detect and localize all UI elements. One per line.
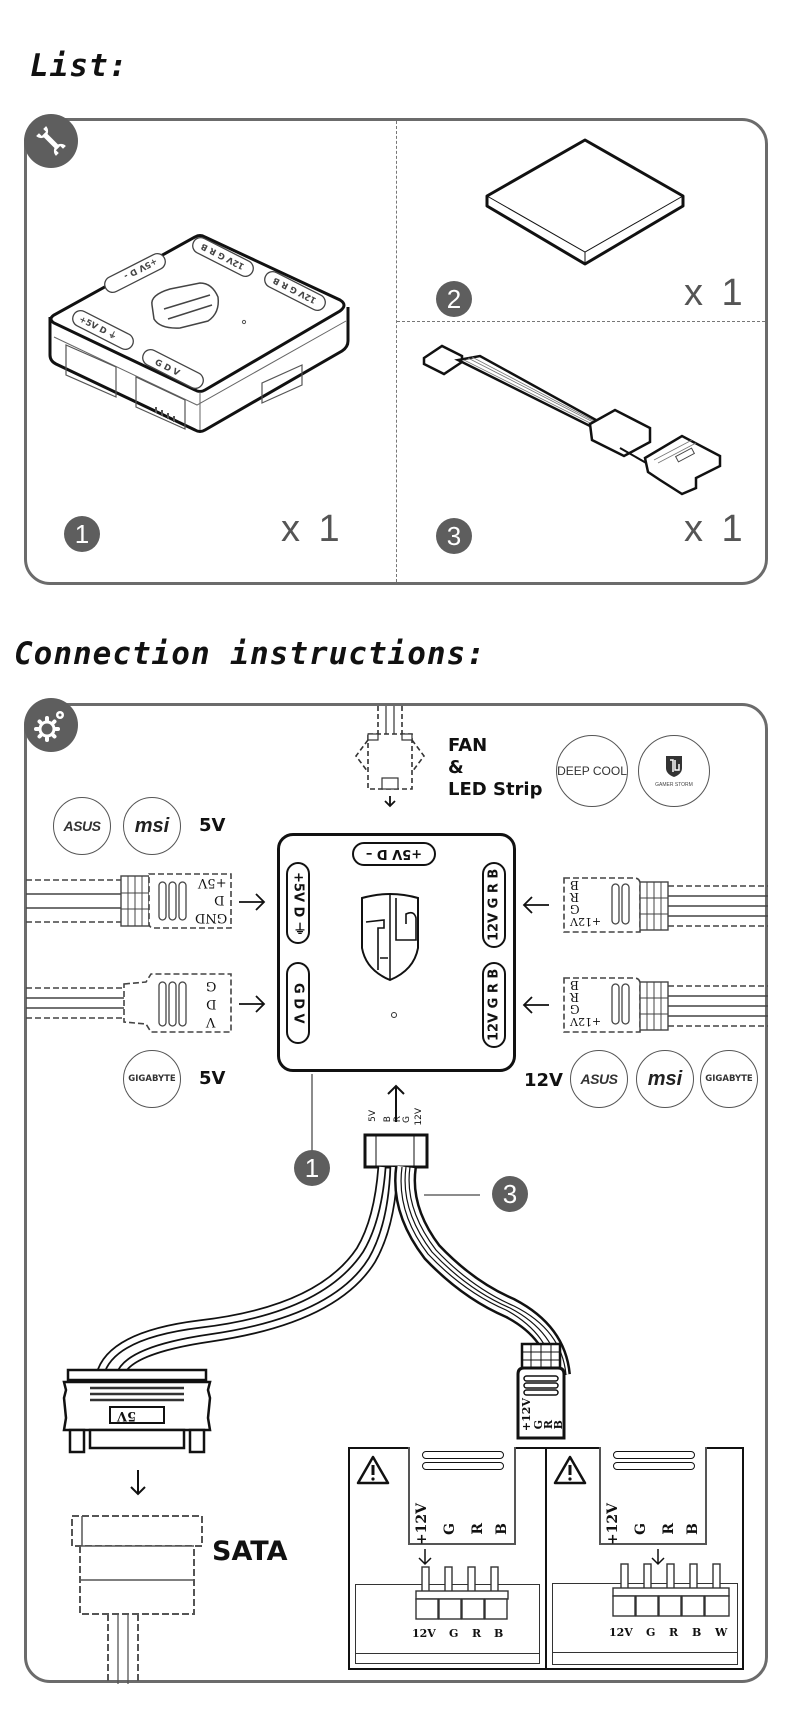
pin-label-d: D [214,892,225,907]
fan-led-strip-label: FAN & LED Strip [448,735,542,801]
asus-logo: ASUS [570,1050,628,1108]
gigabyte-logo: GIGABYTE [700,1050,758,1108]
fan-connector-illustration [355,706,425,808]
msi-logo: msi [636,1050,694,1108]
hub-port-left-gigabyte[interactable]: G D V [286,962,310,1044]
led-strip-end: +12V G R B [599,1447,707,1545]
pin-label-v: V [206,1014,216,1029]
header-pin-labels: 12V G R B [412,1627,504,1640]
item-quantity: x 1 [684,508,747,550]
hub-controller-illustration: +5V D - 12V G R B 12V G R B +5V D ⏚ G D … [48,234,350,433]
connector-pin-labels: B R G +12V [570,978,602,1028]
ampersand-label: & [448,757,464,778]
list-heading: List: [30,48,129,84]
arrow-down-icon [418,1549,432,1566]
pin-label-gnd: GND [195,910,228,925]
panel-divider-vertical [396,121,397,582]
adhesive-pad-illustration [485,138,685,266]
connector-pin-labels: B R G +12V [570,878,602,928]
voltage-label-12v: 12V [524,1070,563,1091]
panel-divider-horizontal [397,321,765,322]
header-pin-labels: 12V G R B W [609,1626,728,1639]
hub-controller: +5V D – +5V D ⏚ G D V 12V G R B 12V G R … [277,833,516,1072]
led-strip-end: +12V G R B [408,1447,516,1545]
item-quantity: x 1 [684,272,747,314]
pin-label-g: G [206,978,217,993]
arrow-down-icon [651,1549,665,1566]
sata-label: SATA [212,1536,288,1567]
hub-status-led [391,1012,397,1018]
asus-logo: ASUS [53,797,111,855]
motherboard-header-5pin: 12V G R B W [552,1563,738,1665]
warning-icon [356,1455,390,1485]
splitter-cable-illustration [422,344,722,496]
splitter-cable-diagram [95,1074,571,1377]
sata-power-connector [62,1368,212,1454]
voltage-label-5v: 5V [199,1068,226,1089]
msi-logo: msi [123,797,181,855]
hub-port-left-5v-argb[interactable]: +5V D ⏚ [286,862,310,944]
callout-hub: 1 [294,1150,330,1186]
hub-port-top-5v-argb[interactable]: +5V D – [352,842,436,866]
argb-5v-3pin-connector [26,873,266,929]
warning-panel-4pin: +12V G R B 12V G R B [348,1447,547,1670]
hub-port-right-12v-rgb-2[interactable]: 12V G R B [482,962,506,1048]
rgb-plug-pin-labels: +12V G R B [520,1398,565,1432]
deepcool-logo: DEEP COOL [556,735,628,807]
voltage-label-5v: 5V [199,815,226,836]
item-quantity: x 1 [281,508,344,550]
psu-sata-plug-illustration [71,1515,203,1684]
gigabyte-logo: GIGABYTE [123,1050,181,1108]
connection-heading: Connection instructions: [14,636,486,672]
item-number-badge: 1 [64,516,100,552]
warning-panel-5pin: +12V G R B 12V G R B W [545,1447,744,1670]
gamerstorm-emblem-icon [361,893,419,982]
item-number-badge: 3 [436,518,472,554]
sata-connector-voltage-label: 5V [117,1408,137,1423]
warning-icon [553,1455,587,1485]
pin-label-5v: +5V [198,875,227,890]
led-strip-label: LED Strip [448,779,543,800]
wrench-icon [24,114,78,168]
rgb-12v-4pin-connector-2 [522,977,768,1033]
gigabyte-5v-3pin-connector [26,973,266,1033]
rgb-12v-4pin-connector-1 [522,877,768,933]
arrow-down-icon [130,1470,146,1496]
item-number-badge: 2 [436,281,472,317]
fan-label: FAN [448,735,488,756]
splitter-pin-labels: 5V B R G 12V [368,1108,424,1126]
gamerstorm-logo: GAMER STORM [638,735,710,807]
rgb-strip-plug-illustration [516,1342,566,1440]
motherboard-header-4pin: 12V G R B [355,1566,540,1664]
pin-label-d: D [206,996,217,1011]
hub-port-right-12v-rgb-1[interactable]: 12V G R B [482,862,506,948]
callout-splitter-cable: 3 [492,1176,528,1212]
gears-icon [24,698,78,752]
